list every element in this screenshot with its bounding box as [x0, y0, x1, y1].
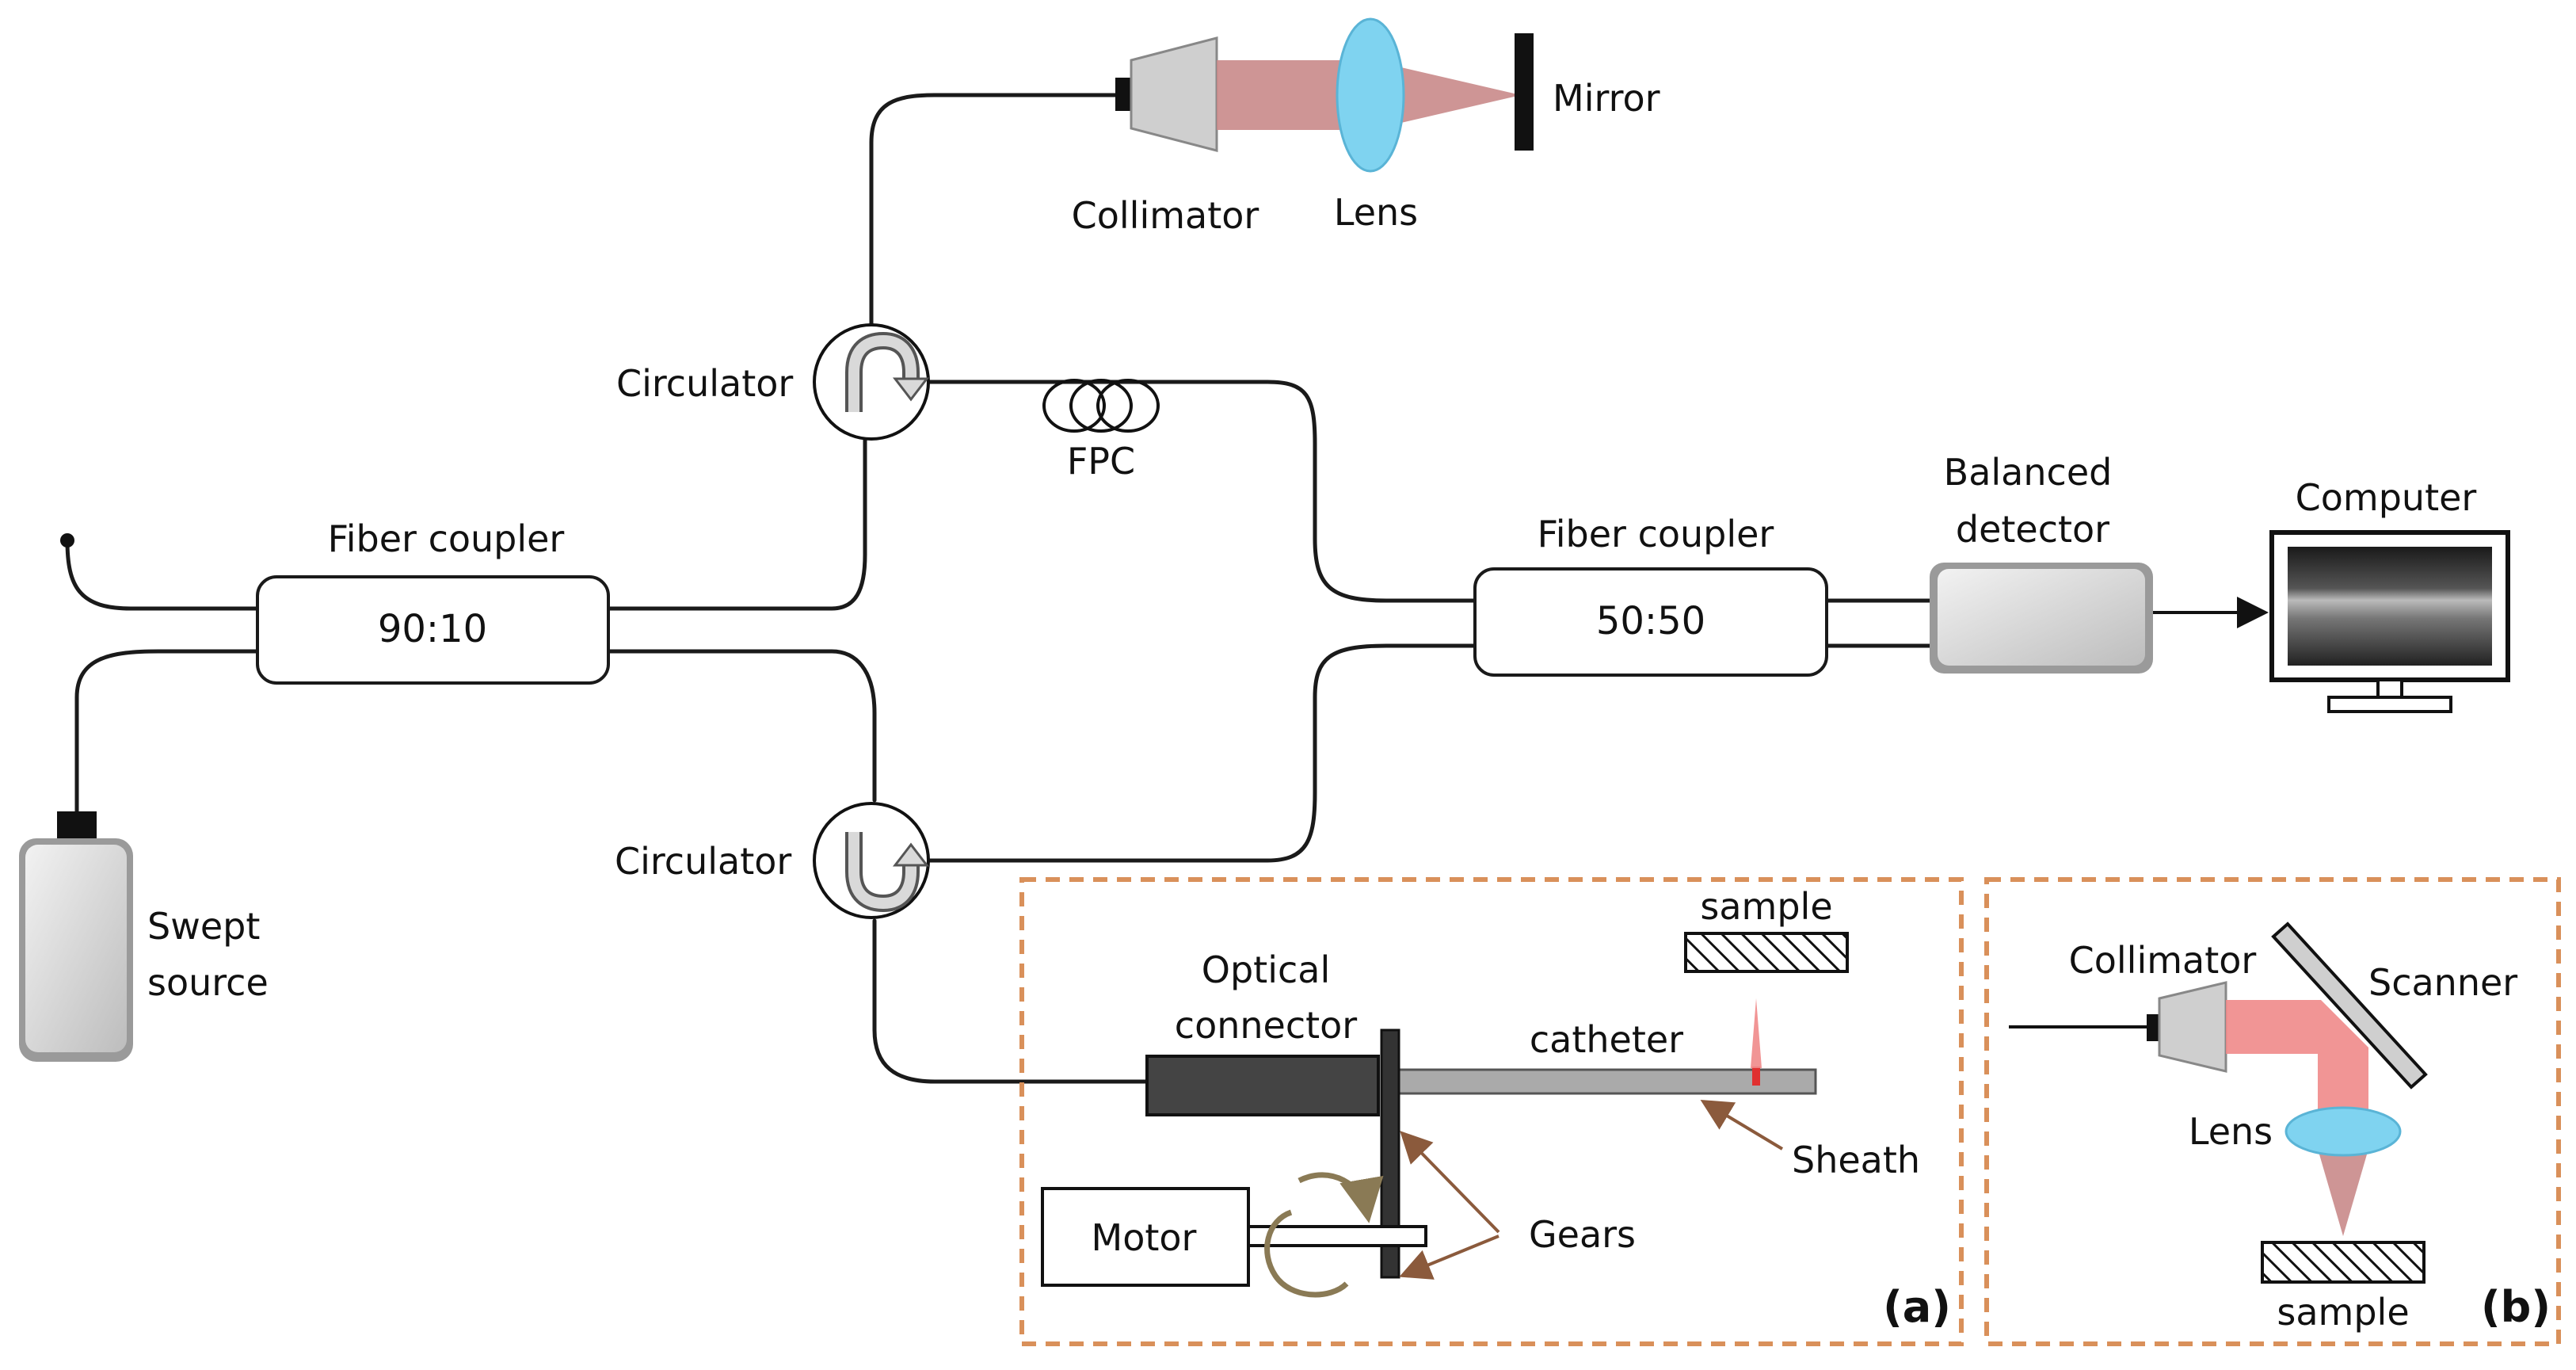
- inset-b-tag: (b): [2481, 1282, 2551, 1332]
- collimator-ref-label: Collimator: [1072, 194, 1259, 237]
- optical-connector-label-2: connector: [1175, 1004, 1358, 1047]
- coupler-label-50-50: Fiber coupler: [1538, 513, 1774, 555]
- inset-b-scanner-probe: Collimator Scanner Lens sample (b): [1984, 877, 2561, 1346]
- optical-connector-label-1: Optical: [1202, 948, 1330, 991]
- sheath-label: Sheath: [1792, 1139, 1920, 1181]
- lens-ref-label: Lens: [1334, 191, 1418, 234]
- fiber-coupler-50-50: 50:50 Fiber coupler: [1473, 513, 1828, 677]
- circulator-top: Circulator: [616, 323, 930, 441]
- inset-a-tag: (a): [1883, 1282, 1951, 1332]
- circulator-bottom-label: Circulator: [615, 840, 791, 883]
- catheter-label: catheter: [1530, 1018, 1683, 1061]
- collimator-b-label: Collimator: [2069, 939, 2257, 982]
- sample-a-label: sample: [1700, 885, 1832, 928]
- gears-label: Gears: [1529, 1213, 1636, 1256]
- computer: Computer: [2269, 476, 2510, 713]
- mirror-label: Mirror: [1553, 77, 1660, 120]
- coupler-ratio-50-50: 50:50: [1596, 599, 1705, 643]
- computer-label: Computer: [2296, 476, 2477, 519]
- coupler-ratio-90-10: 90:10: [378, 607, 487, 651]
- balanced-detector: Balanced detector: [1930, 451, 2153, 674]
- swept-source: Swept source: [19, 811, 269, 1062]
- reference-arm: Collimator Lens Mirror: [1072, 17, 1660, 237]
- sample-b-label: sample: [2277, 1291, 2409, 1334]
- circulator-bottom: Circulator: [615, 802, 930, 919]
- oct-image-screen: [2288, 547, 2492, 666]
- fiber-network: [60, 93, 2269, 1084]
- swept-source-label-1: Swept: [147, 905, 260, 948]
- coupler-label-90-10: Fiber coupler: [328, 517, 565, 560]
- swept-source-label-2: source: [147, 961, 269, 1004]
- fpc-label: FPC: [1067, 440, 1135, 483]
- inset-a-catheter-probe: Optical connector catheter sample Sheath…: [1019, 877, 1964, 1346]
- lens-b-label: Lens: [2189, 1110, 2273, 1153]
- balanced-detector-label-1: Balanced: [1944, 451, 2113, 494]
- circulator-top-label: Circulator: [616, 362, 793, 405]
- scanner-label: Scanner: [2368, 961, 2517, 1004]
- fiber-polarization-controller: FPC: [1042, 379, 1160, 483]
- fiber-coupler-90-10: 90:10 Fiber coupler: [256, 517, 610, 685]
- motor-label: Motor: [1092, 1216, 1197, 1259]
- balanced-detector-label-2: detector: [1956, 508, 2109, 551]
